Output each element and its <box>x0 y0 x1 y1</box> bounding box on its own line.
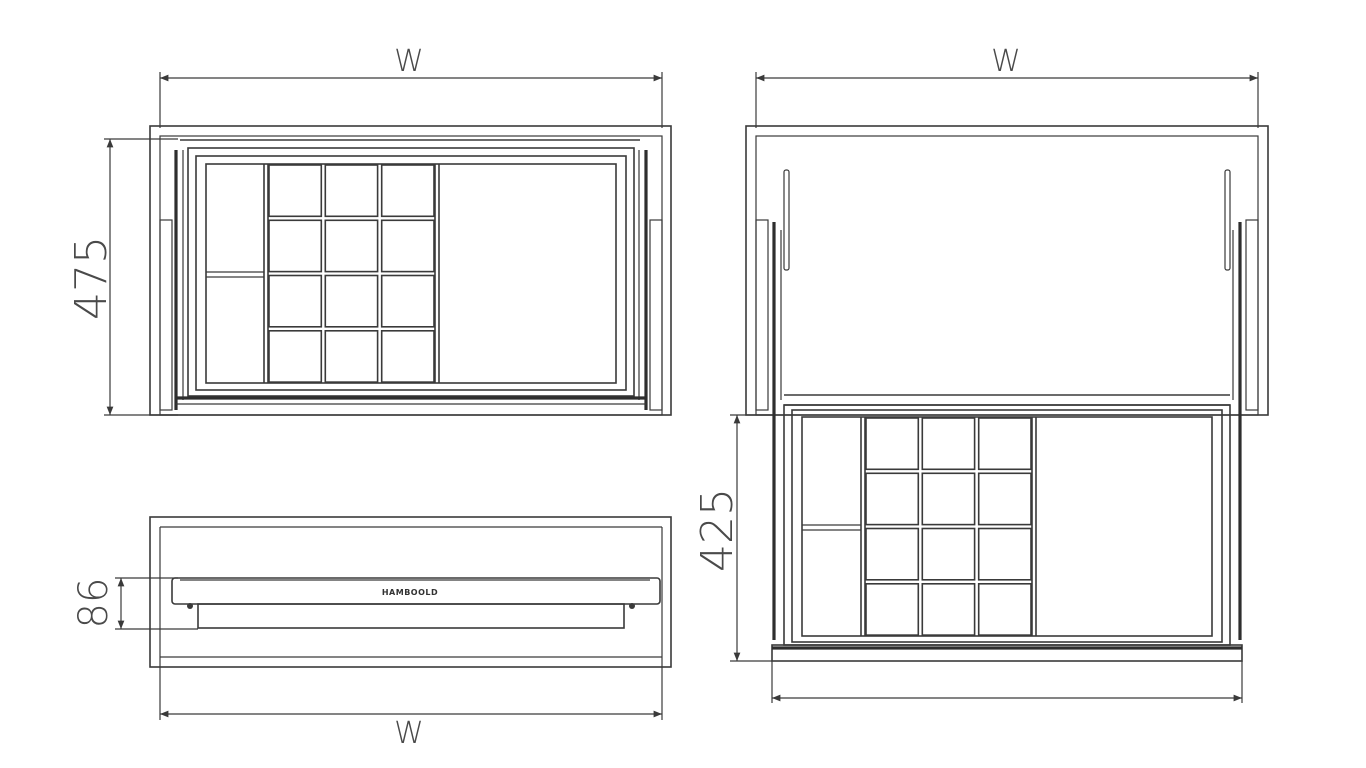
organizer-compartment <box>921 582 976 636</box>
extended-view: W 425 <box>692 44 1269 703</box>
front-height-label: 86 <box>71 578 117 629</box>
organizer-compartment <box>380 274 435 328</box>
organizer-compartment <box>921 417 976 471</box>
front-drawer-base <box>197 603 625 629</box>
ext-organizer-tray <box>801 416 1213 637</box>
organizer-compartment <box>268 274 323 328</box>
front-view: HAMBOOLD 86 W <box>71 516 672 751</box>
top-cabinet-outer <box>149 125 672 416</box>
organizer-compartment <box>865 417 920 471</box>
ext-organizer-grid <box>865 417 1032 636</box>
top-runner-right-outer <box>649 219 663 411</box>
organizer-compartment <box>268 329 323 383</box>
organizer-compartment <box>865 582 920 636</box>
top-organizer-tray <box>205 163 617 384</box>
front-logo: HAMBOOLD <box>382 588 438 597</box>
front-cabinet-outer <box>149 516 672 668</box>
organizer-compartment <box>324 164 379 218</box>
ext-cabinet-inner <box>755 135 1259 416</box>
ext-drawer-front <box>771 644 1243 662</box>
ext-width-label: W <box>991 44 1021 79</box>
organizer-compartment <box>380 329 435 383</box>
ext-runner-left-outer <box>755 219 769 411</box>
front-width-label: W <box>394 716 424 751</box>
organizer-compartment <box>865 527 920 581</box>
top-drawer-box <box>187 147 635 397</box>
ext-runner-right-outer <box>1245 219 1259 411</box>
organizer-compartment <box>324 219 379 273</box>
organizer-compartment <box>380 219 435 273</box>
top-depth-label: 475 <box>66 236 117 320</box>
front-runner-pin-left <box>187 603 193 609</box>
top-width-label: W <box>394 44 424 79</box>
organizer-compartment <box>921 472 976 526</box>
ext-stop-right <box>1224 169 1231 271</box>
top-view: W 475 <box>66 44 672 416</box>
front-runner-pin-right <box>629 603 635 609</box>
ext-drawer-wall <box>791 409 1223 643</box>
organizer-compartment <box>977 417 1032 471</box>
organizer-compartment <box>865 472 920 526</box>
ext-cabinet-outer <box>745 125 1269 416</box>
organizer-compartment <box>324 329 379 383</box>
ext-stop-left <box>783 169 790 271</box>
organizer-compartment <box>921 527 976 581</box>
top-drawer-wall <box>195 155 627 391</box>
top-runner-left-outer <box>159 219 173 411</box>
organizer-compartment <box>977 527 1032 581</box>
organizer-compartment <box>977 582 1032 636</box>
organizer-compartment <box>380 164 435 218</box>
organizer-compartment <box>268 164 323 218</box>
ext-extension-label: 425 <box>692 488 743 572</box>
organizer-compartment <box>268 219 323 273</box>
organizer-compartment <box>977 472 1032 526</box>
organizer-compartment <box>324 274 379 328</box>
top-organizer-grid <box>268 164 435 383</box>
